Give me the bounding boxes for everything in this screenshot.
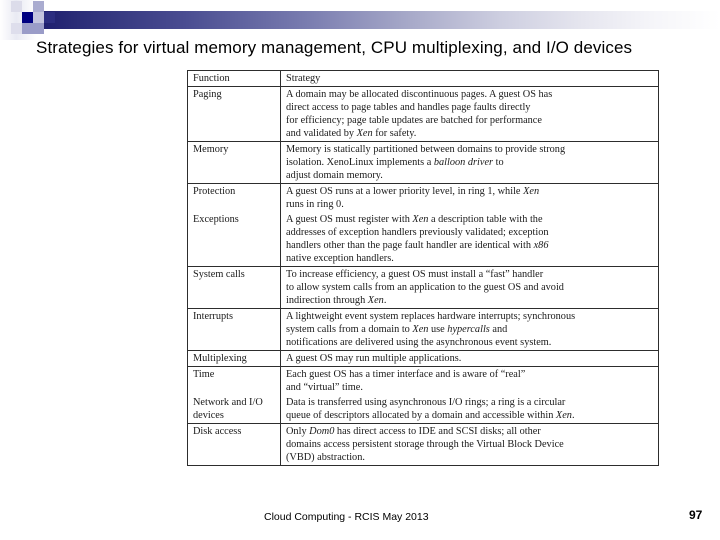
cell-strategy: Each guest OS has a timer interface and … — [280, 366, 659, 395]
square-periwinkle-low — [33, 23, 44, 34]
strategy-line: adjust domain memory. — [286, 170, 383, 181]
cell-strategy: To increase efficiency, a guest OS must … — [280, 266, 659, 309]
strategy-line: notifications are delivered using the as… — [286, 337, 552, 348]
cell-strategy: A guest OS must register with Xen a desc… — [281, 212, 659, 267]
strategy-line: domains access persistent storage throug… — [286, 439, 564, 450]
strategy-line: To increase efficiency, a guest OS must … — [286, 269, 544, 280]
strategy-line: to allow system calls from an applicatio… — [286, 282, 564, 293]
strategy-line: addresses of exception handlers previous… — [286, 227, 549, 238]
strategy-line: Each guest OS has a timer interface and … — [286, 369, 526, 380]
decoration-gradient-band — [34, 11, 720, 29]
table-row: Multiplexing A guest OS may run multiple … — [187, 350, 659, 367]
cell-function: Interrupts — [187, 308, 281, 351]
strategy-line: direct access to page tables and handles… — [286, 102, 531, 113]
strategy-line: A domain may be allocated discontinuous … — [286, 89, 553, 100]
strategy-line: handlers other than the page fault handl… — [286, 240, 549, 251]
square-periwinkle-top — [33, 1, 44, 12]
cell-function: System calls — [187, 266, 281, 309]
strategy-line: A lightweight event system replaces hard… — [286, 311, 576, 322]
strategy-line: A guest OS may run multiple applications… — [286, 353, 462, 364]
square-navy-small — [22, 12, 33, 23]
table-row: Protection A guest OS runs at a lower pri… — [187, 183, 659, 212]
strategy-line: Only Dom0 has direct access to IDE and S… — [286, 426, 541, 437]
slide-footer: Cloud Computing - RCIS May 2013 — [264, 511, 429, 523]
strategy-line: and validated by Xen for safety. — [286, 128, 417, 139]
table-row: Time Each guest OS has a timer interface … — [187, 366, 659, 395]
strategy-line: queue of descriptors allocated by a doma… — [286, 410, 575, 421]
strategy-line: Data is transferred using asynchronous I… — [286, 397, 566, 408]
cell-function: Network and I/O devices — [187, 395, 281, 424]
square-lavender-c — [33, 12, 44, 23]
cell-function: Multiplexing — [187, 350, 281, 367]
strategy-line: native exception handlers. — [286, 253, 394, 264]
square-periwinkle-mid — [22, 23, 33, 34]
cell-strategy: Data is transferred using asynchronous I… — [281, 395, 659, 424]
cell-function: Protection — [187, 183, 281, 212]
strategy-line: (VBD) abstraction. — [286, 452, 365, 463]
strategy-line: isolation. XenoLinux implements a balloo… — [286, 157, 504, 168]
table-row: Memory Memory is statically partitioned b… — [187, 141, 659, 184]
cell-function: Disk access — [187, 423, 281, 466]
square-navy-right — [44, 12, 55, 23]
table-row: Exceptions A guest OS must register with … — [187, 212, 659, 267]
page-number: 97 — [689, 508, 703, 522]
cell-strategy: A domain may be allocated discontinuous … — [280, 86, 659, 142]
square-lavender-a — [11, 1, 22, 12]
cell-function: Exceptions — [187, 212, 281, 267]
square-lavender-d — [11, 23, 22, 34]
table-row: Disk access Only Dom0 has direct access t… — [187, 423, 659, 466]
column-header-function: Function — [187, 70, 281, 87]
cell-strategy: A guest OS runs at a lower priority leve… — [280, 183, 659, 212]
cell-function: Paging — [187, 86, 281, 142]
strategy-line: runs in ring 0. — [286, 199, 344, 210]
cell-function: Time — [187, 366, 281, 395]
cell-strategy: Memory is statically partitioned between… — [280, 141, 659, 184]
cell-strategy: A guest OS may run multiple applications… — [280, 350, 659, 367]
strategy-line: and “virtual” time. — [286, 382, 363, 393]
strategy-line: A guest OS runs at a lower priority leve… — [286, 186, 540, 197]
cell-strategy: Only Dom0 has direct access to IDE and S… — [280, 423, 659, 466]
cell-strategy: A lightweight event system replaces hard… — [280, 308, 659, 351]
column-header-strategy: Strategy — [280, 70, 659, 87]
strategy-line: Memory is statically partitioned between… — [286, 144, 566, 155]
table-row: Network and I/O devices Data is transferr… — [187, 395, 659, 424]
slide-decoration-header — [0, 0, 720, 40]
page-title: Strategies for virtual memory management… — [36, 38, 633, 57]
strategy-line: indirection through Xen. — [286, 295, 387, 306]
cell-function: Memory — [187, 141, 281, 184]
strategy-line: system calls from a domain to Xen use hy… — [286, 324, 508, 335]
strategy-line: for efficiency; page table updates are b… — [286, 115, 542, 126]
table-row: Interrupts A lightweight event system rep… — [187, 308, 659, 351]
strategy-line: A guest OS must register with Xen a desc… — [286, 214, 543, 225]
table-row: Paging A domain may be allocated disconti… — [187, 86, 659, 142]
table-row: System calls To increase efficiency, a gu… — [187, 266, 659, 309]
